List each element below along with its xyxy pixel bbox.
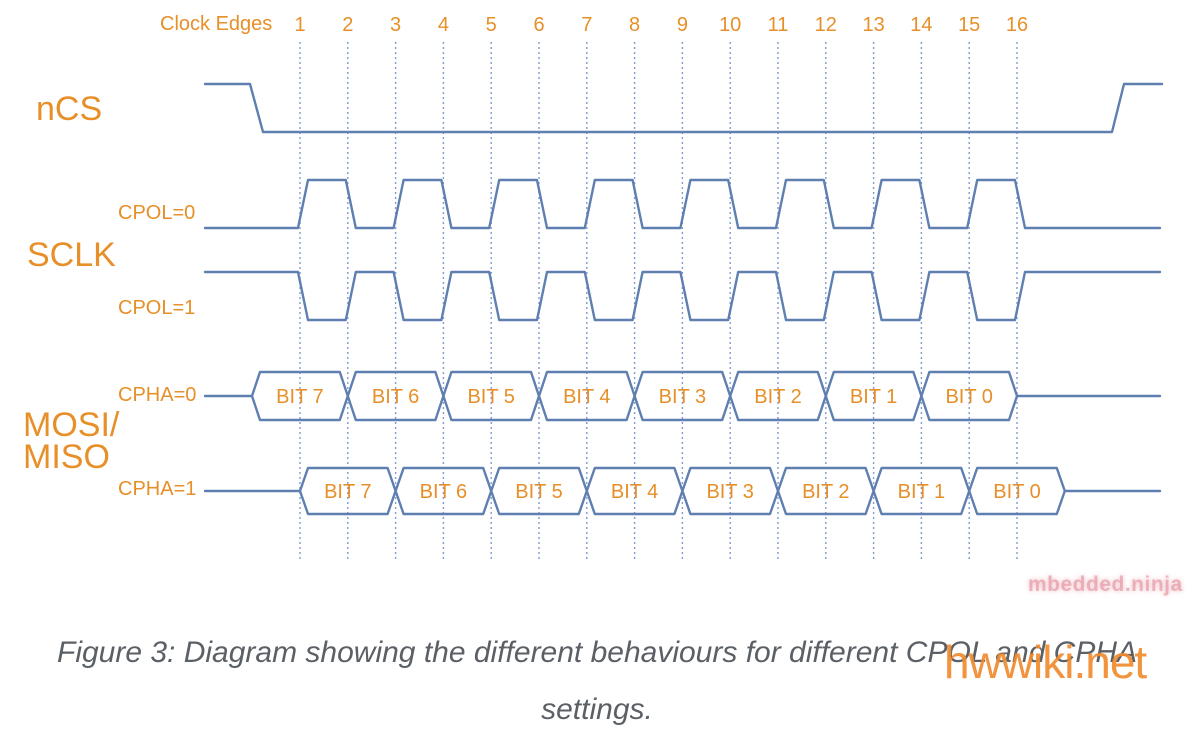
- clock-edge-number: 3: [390, 14, 401, 36]
- signal-label-sclk: SCLK: [27, 236, 116, 274]
- cpha0-bit-label: BIT 2: [754, 386, 801, 408]
- cpha1-bit-label: BIT 0: [993, 481, 1040, 503]
- cpha1-label: CPHA=1: [118, 478, 197, 500]
- figure-caption-line2: settings.: [541, 693, 653, 726]
- clock-edge-number: 8: [629, 14, 640, 36]
- clock-edges-label: Clock Edges: [160, 13, 273, 35]
- miso-label-line2: MISO: [23, 438, 110, 476]
- cpha0-bit-label: BIT 6: [372, 386, 419, 408]
- clock-edge-number: 15: [958, 14, 980, 36]
- cpha0-bit-label: BIT 3: [659, 386, 706, 408]
- cpha1-bit-label: BIT 1: [898, 481, 945, 503]
- clock-edge-number: 5: [486, 14, 497, 36]
- clock-edge-number: 14: [910, 14, 932, 36]
- cpha1-bit-label: BIT 2: [802, 481, 849, 503]
- clock-edge-number: 10: [719, 14, 741, 36]
- mosi-label-line1: MOSI/: [23, 406, 120, 444]
- cpha1-bit-label: BIT 3: [706, 481, 753, 503]
- cpha0-bit-cell: [920, 370, 1019, 422]
- signal-label-ncs: nCS: [36, 90, 103, 128]
- clock-edge-number: 13: [862, 14, 884, 36]
- clock-edge-number: 4: [438, 14, 449, 36]
- cpha1-bit-cell: [968, 466, 1066, 516]
- cpol0-label: CPOL=0: [118, 202, 196, 224]
- cpha0-bit-label: BIT 4: [563, 386, 610, 408]
- sclk-cpol0-waveform: [203, 178, 1162, 230]
- cpha1-bit-label: BIT 4: [611, 481, 658, 503]
- watermark-hwwiki: hwwiki.net: [944, 636, 1147, 688]
- sclk-cpol1-waveform: [203, 270, 1162, 322]
- clock-edge-number: 6: [533, 14, 544, 36]
- clock-edge-number: 12: [815, 14, 837, 36]
- clock-edge-number: 7: [581, 14, 592, 36]
- cpha0-bit-label: BIT 0: [945, 386, 992, 408]
- clock-edge-number: 11: [768, 14, 789, 36]
- clock-edge-number: 16: [1006, 14, 1028, 36]
- cpha0-label: CPHA=0: [118, 384, 197, 406]
- clock-edge-number: 9: [677, 14, 688, 36]
- figure-caption-line1: Figure 3: Diagram showing the different …: [57, 636, 1137, 669]
- ncs-waveform: [203, 82, 1164, 134]
- signal-label-mosi-miso: MOSI/ MISO: [23, 406, 120, 476]
- watermark-mbedded-ninja: mbedded.ninja: [1028, 573, 1183, 596]
- cpha1-bit-label: BIT 7: [324, 481, 371, 503]
- cpha1-bit-label: BIT 6: [420, 481, 467, 503]
- cpha0-bit-label: BIT 1: [850, 386, 897, 408]
- clock-edge-number: 1: [294, 14, 305, 36]
- cpha1-bit-label: BIT 5: [515, 481, 562, 503]
- cpha0-bit-label: BIT 5: [467, 386, 514, 408]
- cpol1-label: CPOL=1: [118, 297, 196, 319]
- cpha0-bit-label: BIT 7: [276, 386, 323, 408]
- clock-edge-number: 2: [342, 14, 353, 36]
